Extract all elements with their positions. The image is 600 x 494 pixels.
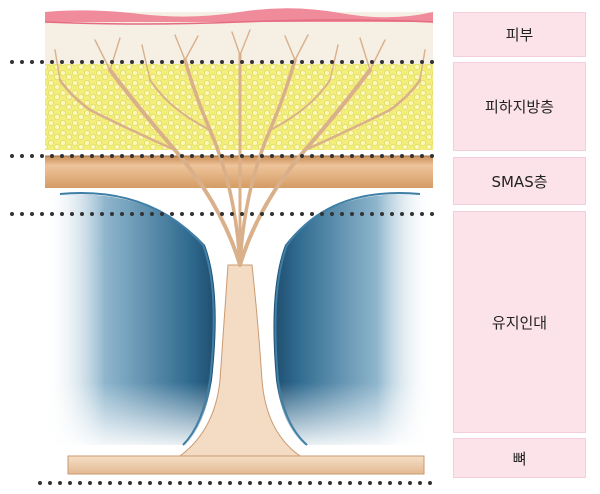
label-skin-text: 피부 [505,26,534,44]
label-subcutaneous-fat: 피하지방층 [453,62,586,151]
label-smas-text: SMAS층 [491,172,548,191]
label-bone-text: 뼈 [512,449,527,468]
ligament-tree [178,264,302,457]
label-smas: SMAS층 [453,157,586,205]
label-skin: 피부 [453,12,586,57]
label-subcutaneous-fat-text: 피하지방층 [484,98,554,116]
label-bone: 뼈 [453,438,586,478]
label-retaining-ligament-text: 유지인대 [491,313,548,332]
facial-layer-illustration [10,8,440,485]
ligament-branches [54,29,426,267]
bone-layer [67,455,425,475]
label-retaining-ligament: 유지인대 [453,211,586,433]
deep-space-left [45,192,216,446]
deep-space-right [273,192,433,446]
layer-boundaries [10,60,440,485]
